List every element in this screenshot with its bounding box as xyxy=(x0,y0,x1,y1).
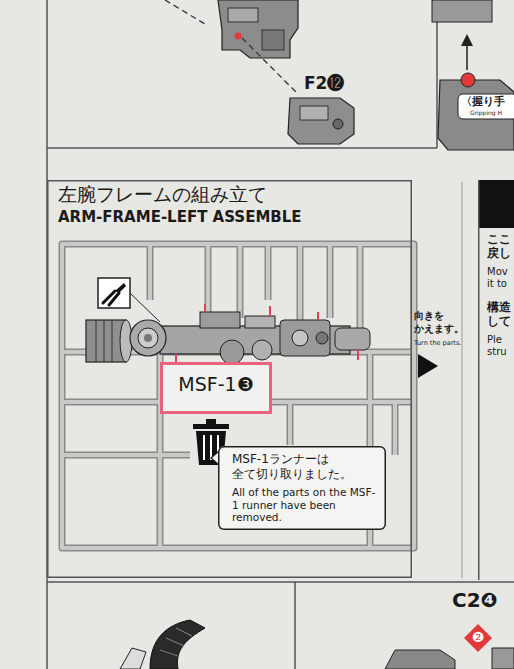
assembly-detail xyxy=(262,30,284,50)
arm-cylinder-ring xyxy=(96,320,112,362)
runner-part-number: MSF-1❸ xyxy=(160,374,272,396)
arm-detail xyxy=(252,340,272,360)
turn-note-en: Turn the parts. xyxy=(414,340,461,347)
bottom-part xyxy=(385,650,455,669)
panel-text-en: Mov it to xyxy=(487,266,514,290)
arm-joint xyxy=(130,320,166,356)
panel-header xyxy=(478,180,514,228)
hose-part xyxy=(150,620,205,669)
arm-detail xyxy=(245,316,275,328)
arm-detail xyxy=(220,340,244,364)
trash-icon xyxy=(193,424,229,429)
part-name: 〈握り手 xyxy=(461,96,505,109)
arm-detail xyxy=(316,332,328,344)
arm-detail xyxy=(335,328,370,350)
next-step-panel: ここ 戻し Mov it to 構造 して Ple stru xyxy=(478,180,514,580)
runner-removed-note: MSF-1ランナーは 全て切り取りました。 All of the parts on… xyxy=(218,446,386,530)
bottom-part xyxy=(492,648,514,669)
arm-joint xyxy=(144,334,152,342)
step-title-en: ARM-FRAME-LEFT ASSEMBLE xyxy=(58,209,302,226)
part-number: F2⓬ xyxy=(304,74,344,94)
hand-part xyxy=(432,0,492,22)
leader-line xyxy=(130,293,160,322)
nipper-icon xyxy=(115,283,126,293)
hand-joint xyxy=(461,73,475,87)
turn-note: 向きを かえます。 xyxy=(414,310,468,335)
arm-detail xyxy=(292,330,308,346)
step-number: ❷ xyxy=(470,629,486,645)
part-name-tag xyxy=(458,94,514,119)
turn-arrow xyxy=(418,354,438,378)
step-diamond xyxy=(464,624,492,652)
assembly-part xyxy=(218,0,298,58)
nipper-icon xyxy=(103,291,119,305)
part-detail xyxy=(300,106,328,120)
assembly-guide-line xyxy=(242,38,296,92)
trash-icon xyxy=(206,419,216,424)
runner-frame xyxy=(62,244,414,548)
panel-text-en: Ple stru xyxy=(487,334,514,358)
assembly-detail xyxy=(228,8,258,22)
panel-text: 構造 して xyxy=(487,300,514,329)
part-number: C2❹ xyxy=(452,589,498,612)
arm-detail xyxy=(280,320,330,356)
assembly-step-panel: 左腕フレームの組み立て ARM-FRAME-LEFT ASSEMBLE MSF-1❸… xyxy=(47,180,412,578)
assembly-guide-line xyxy=(165,0,205,24)
arm-detail xyxy=(200,312,240,328)
panel-border xyxy=(46,0,48,669)
gate-mark xyxy=(176,304,358,362)
panel-border xyxy=(462,182,463,578)
panel-border xyxy=(294,582,296,669)
part-name-en: Gripping H xyxy=(470,110,502,117)
panel-border xyxy=(47,147,437,149)
runner-callout-box: MSF-1❸ xyxy=(160,362,272,414)
assembly-point xyxy=(235,33,242,40)
assembly-arrow xyxy=(461,34,473,46)
runner-frame-outline xyxy=(62,244,414,548)
part-outline xyxy=(120,648,146,669)
step-title: 左腕フレームの組み立て xyxy=(58,184,267,206)
panel-border xyxy=(47,581,514,583)
note-text: MSF-1ランナーは 全て切り取りました。 xyxy=(232,452,382,482)
arm-joint xyxy=(138,328,158,348)
part-detail xyxy=(333,119,343,129)
nipper-icon-frame xyxy=(98,278,130,308)
part-f2 xyxy=(288,98,354,144)
hose-rib xyxy=(160,628,192,656)
assembly-arrow xyxy=(466,44,468,70)
panel-text: ここ 戻し xyxy=(487,232,514,261)
note-text-en: All of the parts on the MSF-1 runner hav… xyxy=(232,486,380,524)
